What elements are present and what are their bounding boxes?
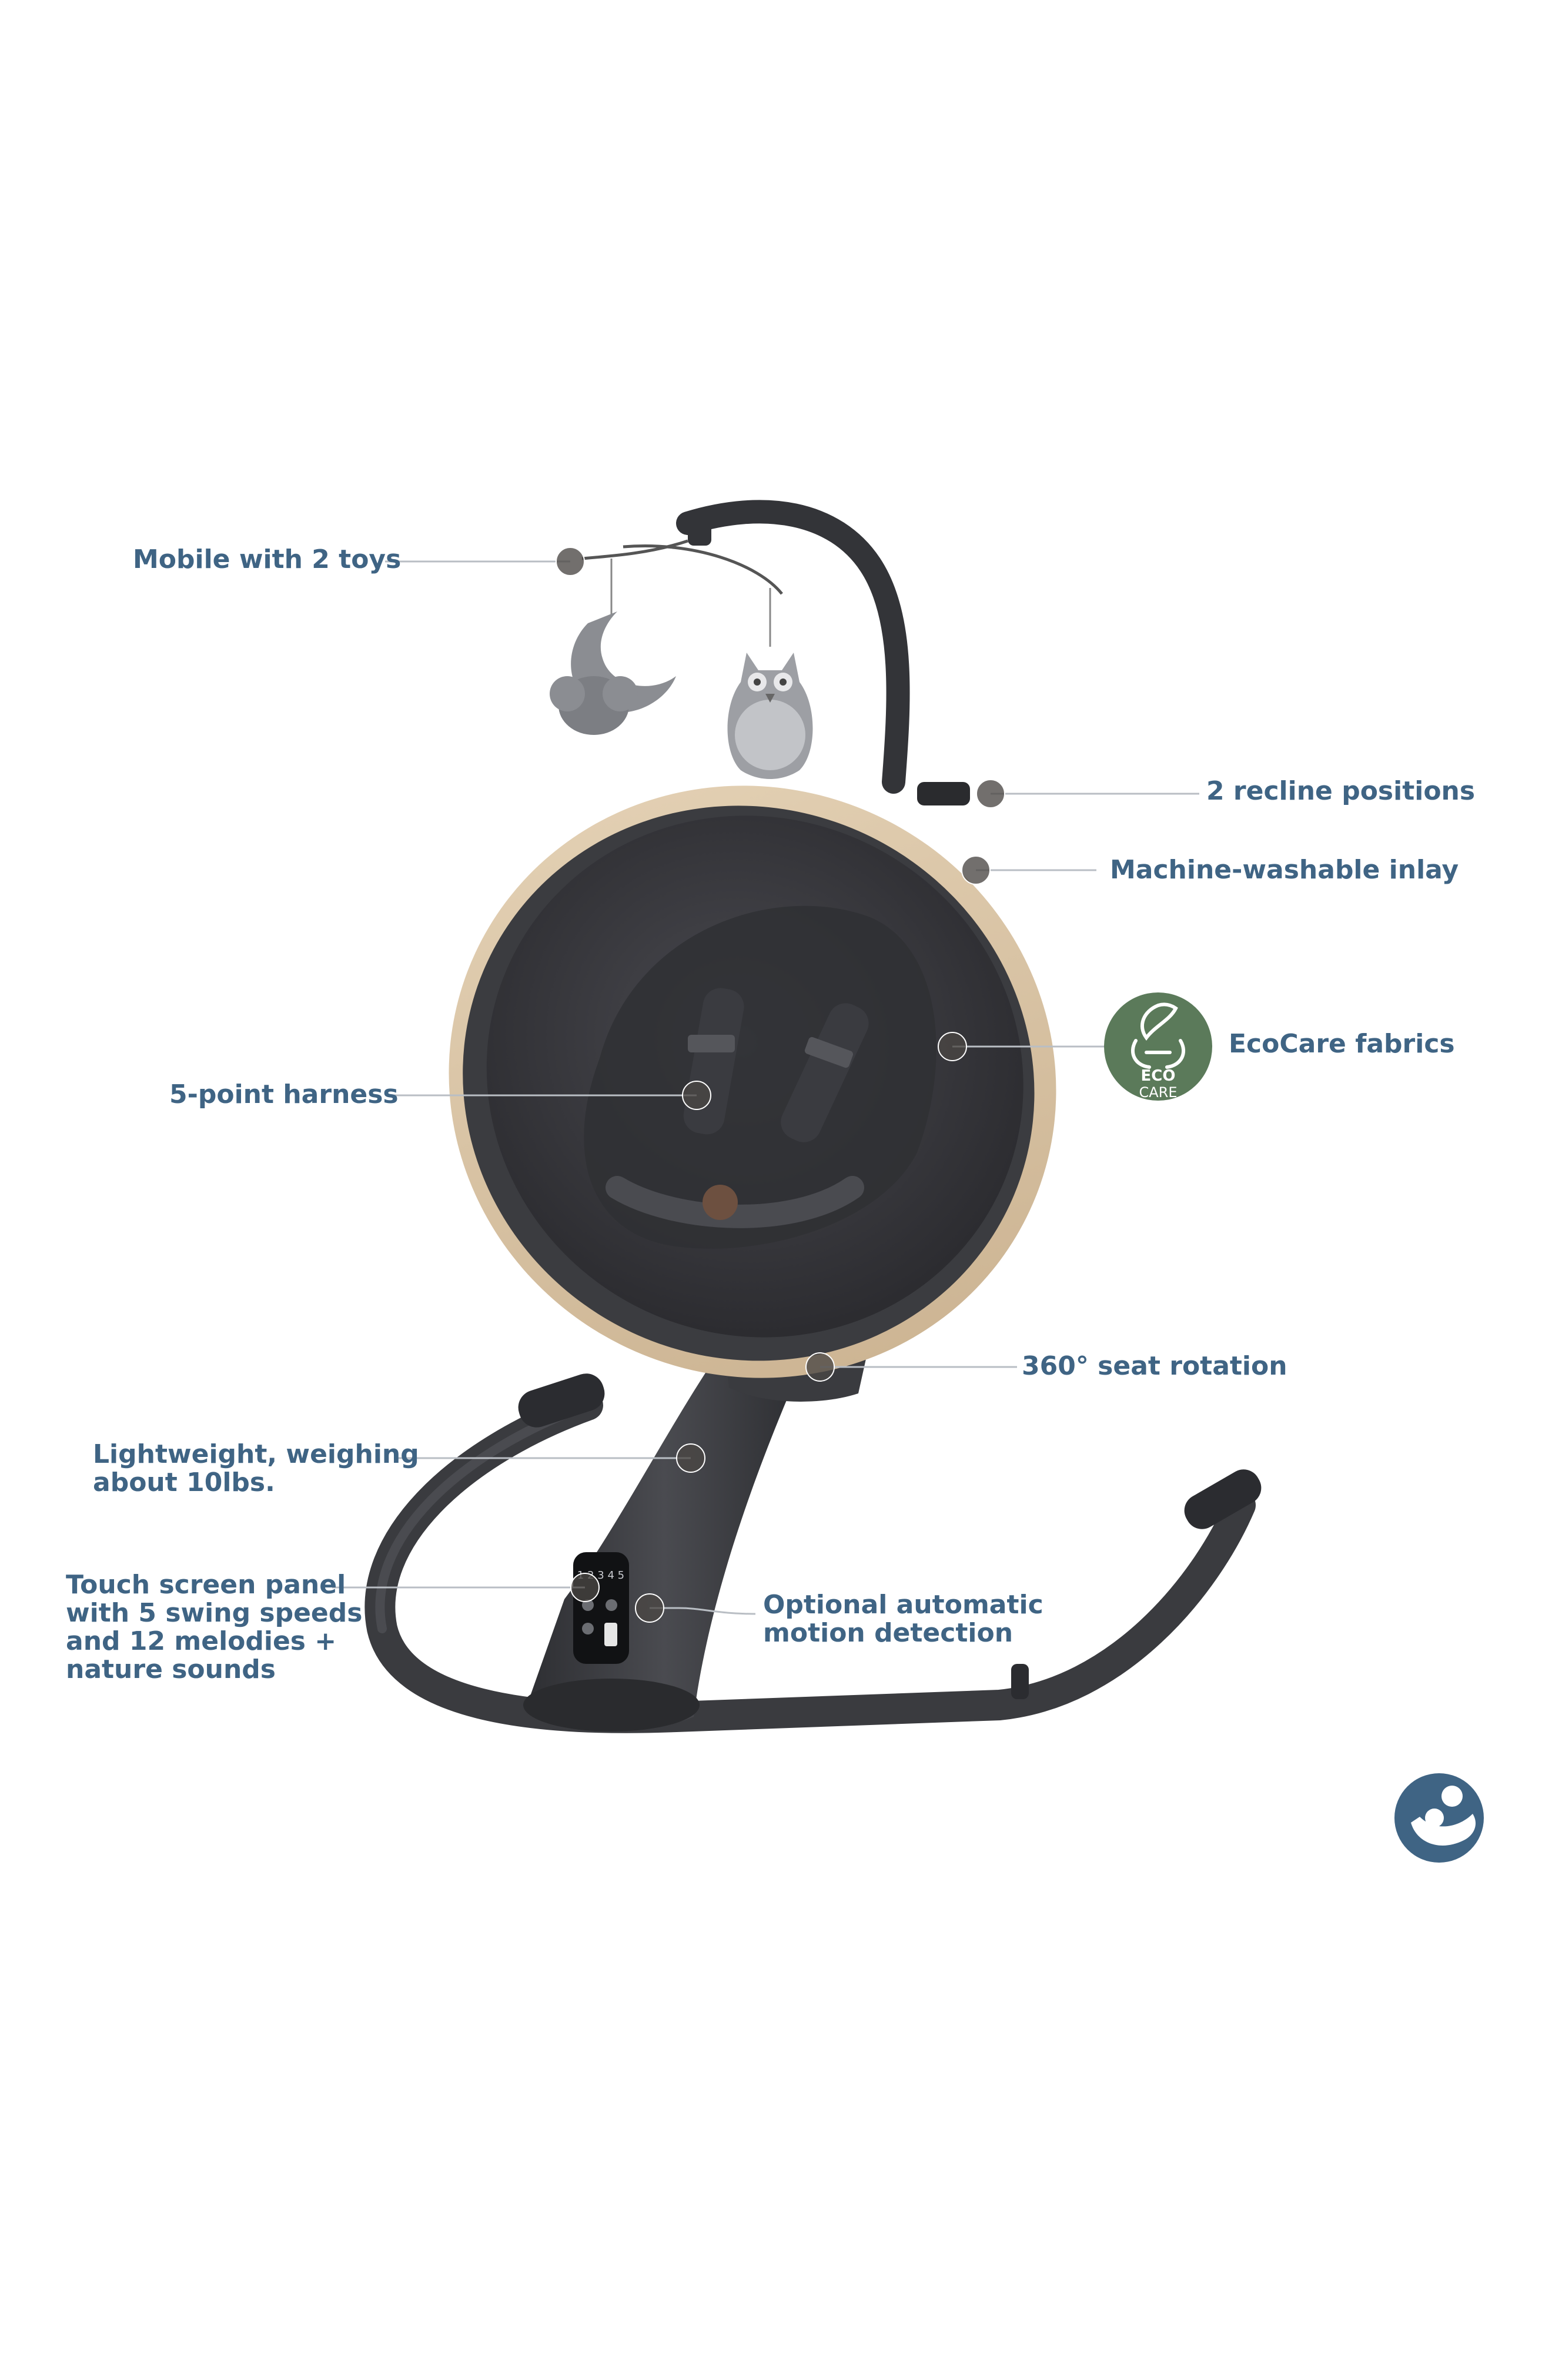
callout-weight-line2: about 10lbs.: [93, 1468, 275, 1497]
mobile-arm: [581, 500, 910, 794]
ecocare-badge-line1: ECO: [1141, 1067, 1176, 1085]
ecocare-leaf-icon: [1131, 1002, 1185, 1069]
callout-recline: 2 recline positions: [1206, 776, 1476, 806]
callout-weight: Lightweight, weighing about 10lbs.: [93, 1440, 419, 1497]
ecocare-badge: ECO CARE: [1104, 992, 1212, 1101]
callout-mobile: Mobile with 2 toys: [133, 544, 402, 574]
callout-motion-line1: Optional automatic: [763, 1590, 1043, 1620]
dot-ecocare: [938, 1032, 967, 1061]
dot-rotation: [805, 1352, 835, 1382]
callout-touch-line4: nature sounds: [66, 1654, 276, 1684]
callout-inlay: Machine-washable inlay: [1110, 855, 1459, 885]
callout-touch: Touch screen panel with 5 swing speeds a…: [66, 1571, 362, 1684]
parent-child-icon: [1411, 1786, 1476, 1846]
callout-motion: Optional automatic motion detection: [763, 1591, 1043, 1647]
callout-touch-line3: and 12 melodies +: [66, 1626, 337, 1656]
dot-inlay: [961, 855, 991, 885]
callout-leaders: [332, 560, 1199, 1615]
owl-toy: [727, 653, 813, 779]
callout-motion-line2: motion detection: [763, 1618, 1014, 1648]
callout-weight-line1: Lightweight, weighing: [93, 1439, 419, 1469]
ecocare-badge-line2: CARE: [1139, 1084, 1177, 1101]
callout-touch-line2: with 5 swing speeds: [66, 1598, 363, 1628]
swing-seat: [449, 782, 1056, 1378]
callout-ecocare: EcoCare fabrics: [1229, 1029, 1455, 1059]
dot-harness: [682, 1081, 711, 1110]
dot-touch: [570, 1573, 600, 1602]
dot-mobile: [556, 547, 585, 576]
dot-recline: [976, 779, 1005, 808]
callout-rotation: 360° seat rotation: [1022, 1351, 1287, 1381]
callout-dots: [556, 547, 1005, 1623]
moon-elephant-toy: [550, 611, 676, 735]
callout-touch-line1: Touch screen panel: [66, 1570, 346, 1600]
swing-base: [364, 1373, 1262, 1733]
leader-motion: [650, 1607, 756, 1615]
callout-harness: 5-point harness: [169, 1079, 399, 1109]
dot-weight: [676, 1443, 705, 1473]
brand-badge: [1394, 1773, 1484, 1863]
dot-motion: [635, 1593, 664, 1623]
